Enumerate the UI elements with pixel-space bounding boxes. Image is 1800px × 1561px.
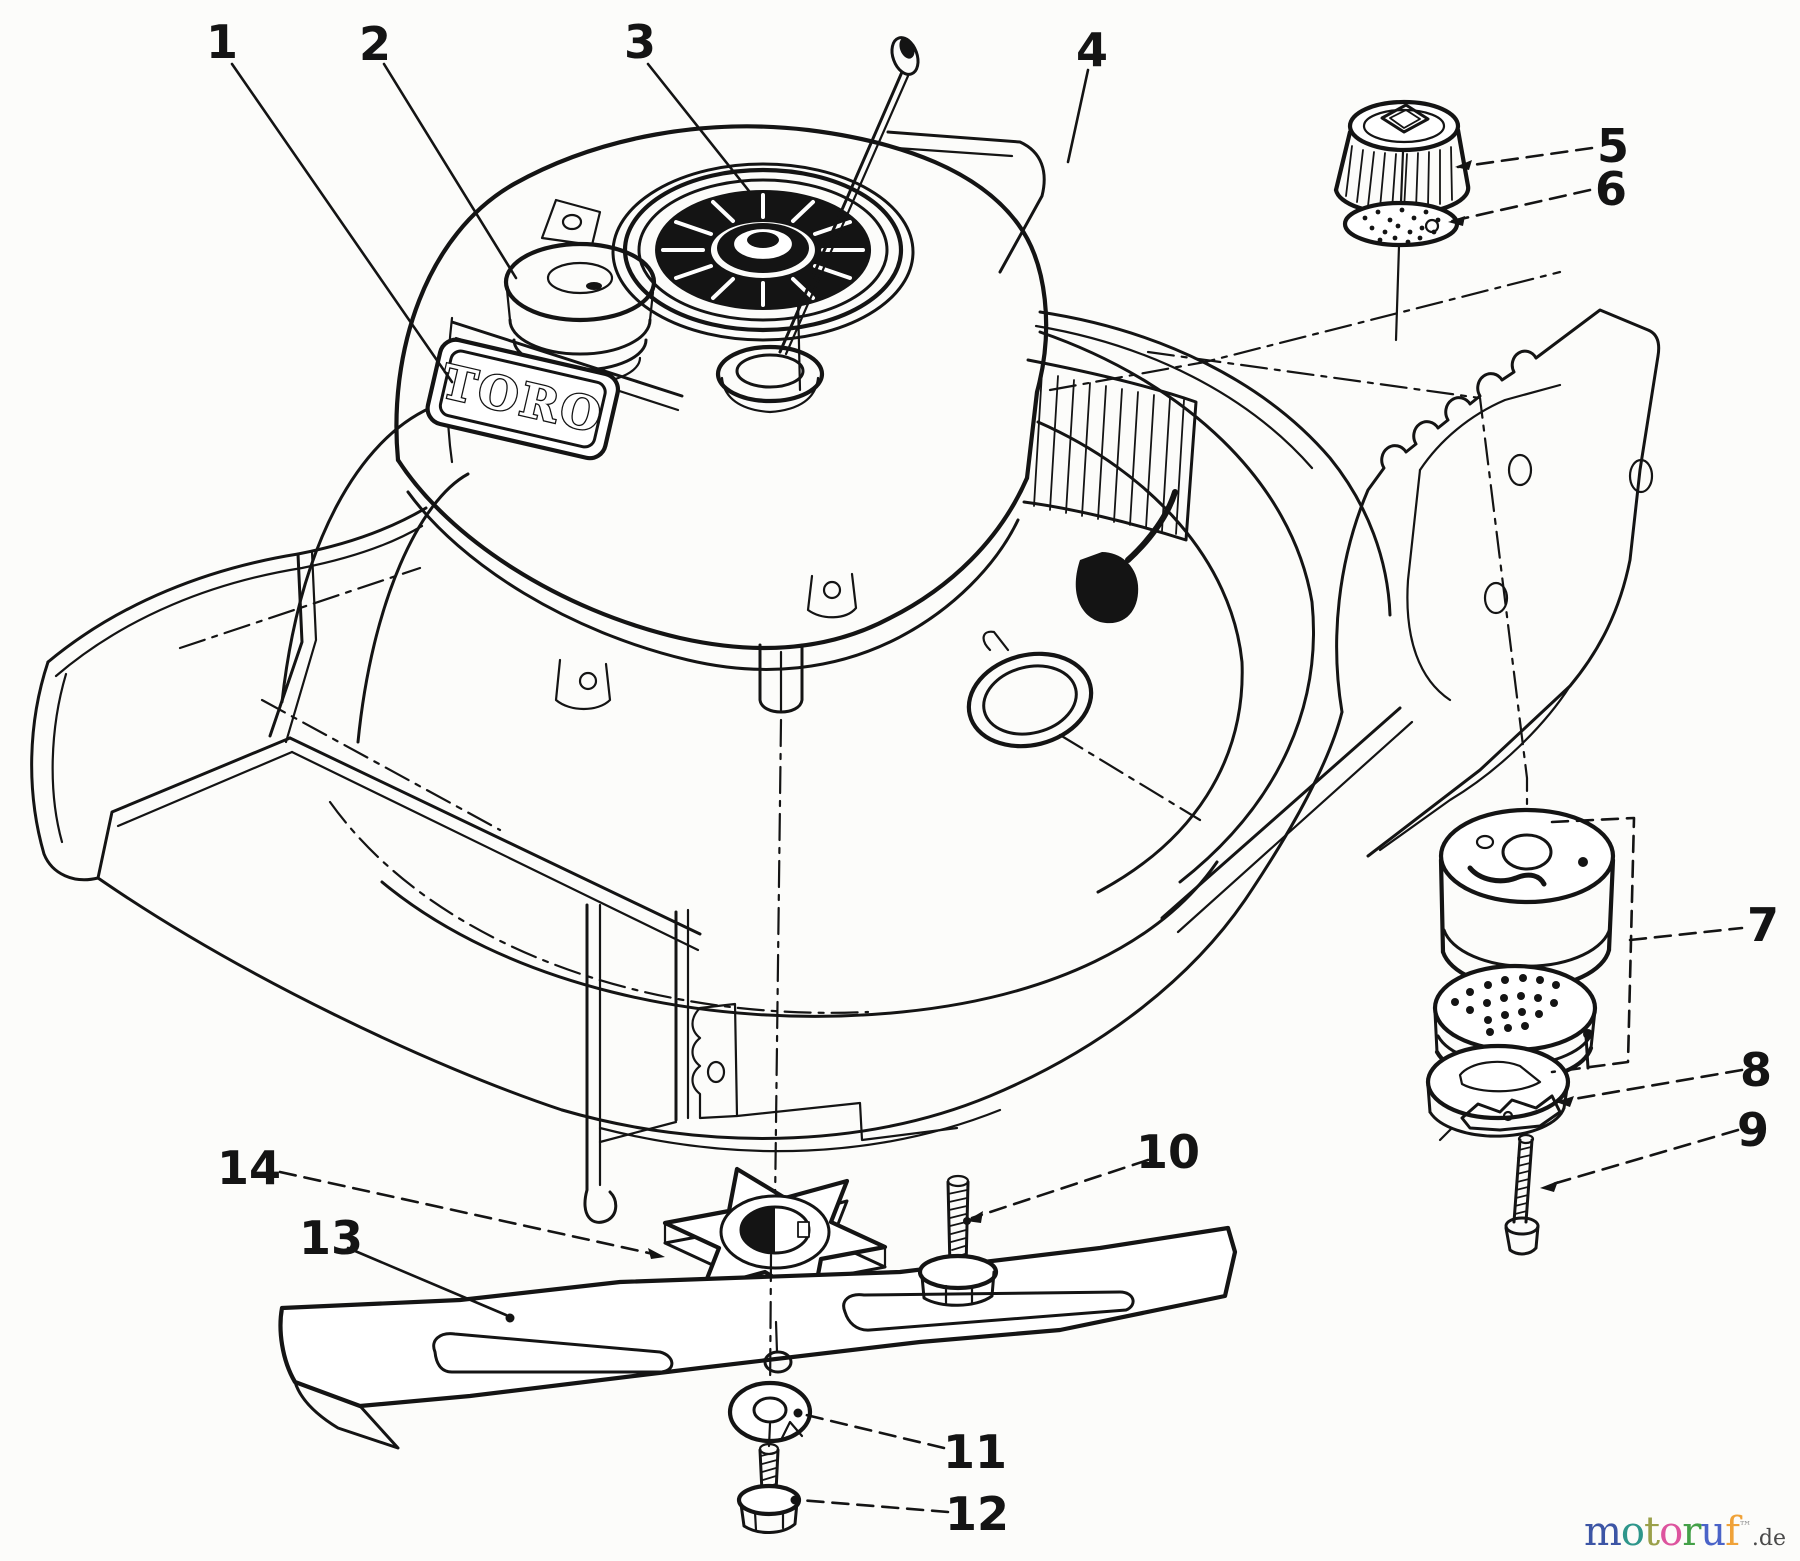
watermark-letter: f [1725, 1509, 1740, 1555]
handle-bracket [1160, 308, 1661, 934]
blade-mount-bolt [736, 1422, 802, 1534]
dipstick [778, 36, 920, 356]
spark-plug-boot [1075, 489, 1178, 624]
watermark-letter: o [1659, 1509, 1683, 1555]
callout-1: 1 [206, 15, 238, 69]
callout-14: 14 [217, 1141, 281, 1195]
callout-5: 5 [1597, 119, 1629, 173]
rear-shroud-cover [886, 130, 1046, 274]
callout-2: 2 [359, 17, 391, 71]
leader-lines [230, 62, 1744, 1514]
callout-9: 9 [1737, 1103, 1769, 1157]
callout-11: 11 [943, 1425, 1007, 1479]
air-filter-element [1342, 150, 1460, 342]
callout-7: 7 [1747, 898, 1779, 952]
watermark-letter: u [1700, 1509, 1726, 1555]
recoil-starter [611, 162, 915, 342]
engine [394, 124, 1198, 1207]
toro-brand-plate: TORO [425, 337, 621, 461]
callout-10: 10 [1136, 1125, 1200, 1179]
callout-8: 8 [1740, 1043, 1772, 1097]
watermark-tld: .de [1751, 1526, 1786, 1551]
watermark-letter: m [1583, 1509, 1622, 1555]
drive-gasket-ring [966, 630, 1094, 749]
muffler-assembly [1425, 807, 1616, 1138]
callout-12: 12 [945, 1487, 1009, 1541]
trademark-mark: ™ [1738, 1519, 1752, 1535]
motoruf-watermark: motoruf™.de [1584, 1509, 1786, 1555]
watermark-letter: t [1644, 1509, 1660, 1555]
cylinder-cooling-fins [1022, 358, 1198, 542]
crankshaft [758, 643, 804, 714]
watermark-letter: r [1682, 1509, 1701, 1555]
oil-fill-tube [715, 344, 825, 414]
callouts: 1 2 3 4 5 6 7 8 9 10 11 12 13 14 [206, 15, 1779, 1541]
watermark-letter: o [1620, 1509, 1645, 1555]
muffler-bolt [1504, 1133, 1540, 1256]
callout-13: 13 [299, 1211, 363, 1265]
callout-4: 4 [1076, 23, 1108, 77]
muffler-bracket [1438, 1094, 1562, 1142]
callout-3: 3 [624, 15, 656, 69]
callout-6: 6 [1595, 162, 1627, 216]
blade-bolt [917, 1174, 999, 1307]
mower-deck [30, 270, 1562, 1224]
